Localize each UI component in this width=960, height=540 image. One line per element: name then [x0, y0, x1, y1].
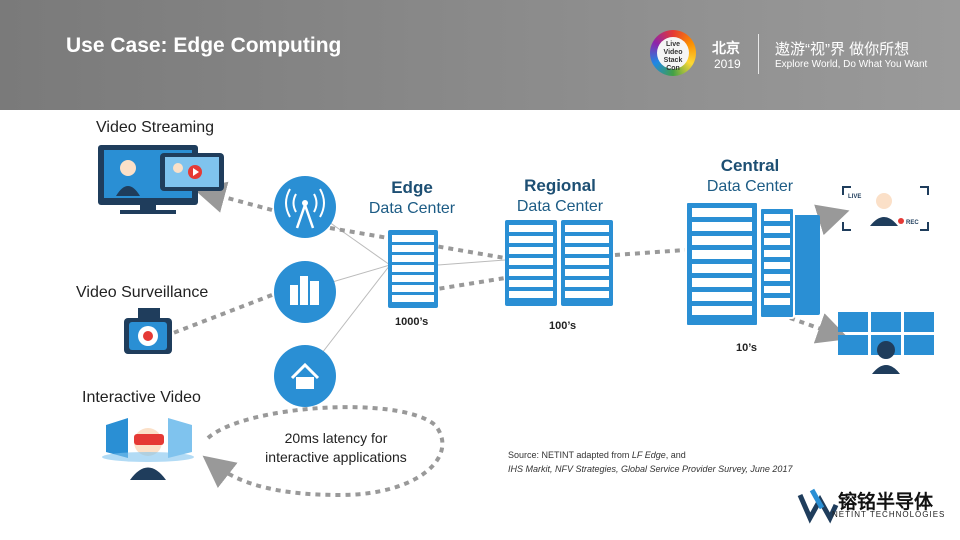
latency-line2: interactive applications — [265, 449, 407, 465]
central-dc-label: Central Data Center — [698, 155, 802, 197]
latency-line1: 20ms latency for — [284, 430, 388, 446]
rec-badge: REC — [906, 220, 919, 226]
tv-streaming-icon — [98, 145, 224, 214]
city-icon — [274, 261, 336, 323]
edge-dc-label: Edge Data Center — [362, 177, 462, 219]
central-server — [685, 201, 820, 327]
source-prefix: Source: NETINT adapted from — [508, 450, 632, 460]
label-interactive-video: Interactive Video — [82, 389, 201, 406]
label-video-surveillance: Video Surveillance — [76, 284, 209, 301]
edge-dc-name: Edge — [391, 178, 433, 197]
vr-user-icon — [102, 418, 194, 480]
event-logo-text: Live Video Stack Con — [657, 37, 689, 72]
slogan-en: Explore World, Do What You Want — [775, 59, 928, 70]
source-citation: Source: NETINT adapted from LF Edge, and… — [508, 448, 792, 476]
source-line2: IHS Markit, NFV Strategies, Global Servi… — [508, 464, 793, 474]
central-dc-sub: Data Center — [706, 178, 794, 195]
event-year: 2019 — [714, 57, 741, 71]
monitor-wall-icon — [838, 312, 934, 374]
header-banner: Use Case: Edge Computing Live Video Stac… — [0, 0, 960, 110]
brand-name-en: NETINT TECHNOLOGIES — [832, 510, 946, 519]
central-count: 10’s — [736, 342, 758, 354]
label-video-streaming: Video Streaming — [96, 119, 214, 136]
regional-dc-name: Regional — [524, 176, 596, 195]
page-title: Use Case: Edge Computing — [66, 34, 342, 57]
edge-server — [388, 230, 438, 308]
central-dc-name: Central — [720, 156, 780, 175]
regional-dc-sub: Data Center — [516, 198, 604, 215]
regional-count: 100’s — [549, 320, 577, 332]
live-badge: LIVE — [848, 194, 861, 200]
regional-dc-label: Regional Data Center — [510, 175, 610, 217]
source-suffix: , and — [665, 450, 686, 460]
live-broadcaster-icon — [842, 186, 929, 231]
source-italic: LF Edge — [631, 450, 666, 460]
event-logo: Live Video Stack Con — [650, 30, 696, 76]
home-icon — [274, 345, 336, 407]
brand-name-cn: 镕铭半导体 — [838, 492, 934, 513]
latency-note: 20ms latency for interactive application… — [246, 429, 426, 467]
tower-icon — [274, 176, 336, 238]
edge-dc-sub: Data Center — [368, 200, 456, 217]
netint-logo-icon — [797, 488, 839, 524]
regional-server — [505, 220, 613, 306]
event-city: 北京 — [712, 40, 740, 56]
header-divider — [758, 34, 759, 74]
camera-icon — [124, 308, 172, 354]
edge-count: 1000’s — [395, 316, 429, 328]
slogan-cn: 遨游“视”界 做你所想 — [775, 41, 910, 58]
